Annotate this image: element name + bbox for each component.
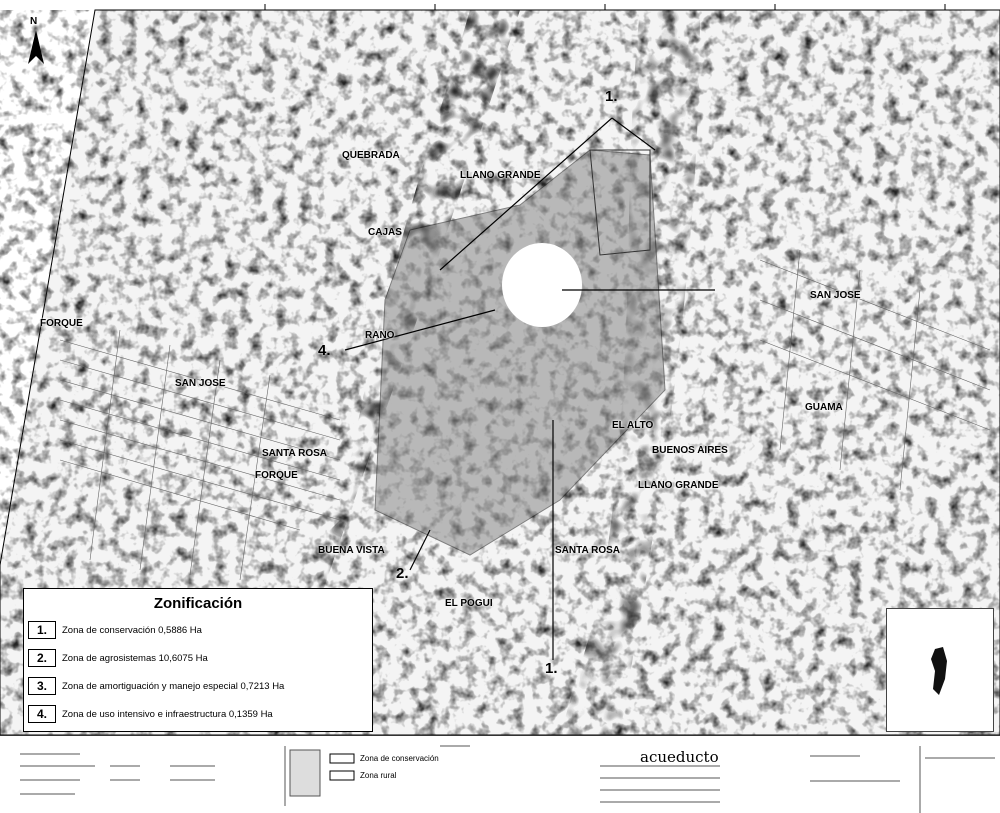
place-label: SAN JOSE <box>810 290 861 301</box>
rural-parcel-grid <box>59 249 991 581</box>
place-label: FORQUE <box>255 470 298 481</box>
legend-item: 1. Zona de conservación 0,5886 Ha <box>24 616 372 644</box>
place-label: BUENOS AIRES <box>652 445 728 456</box>
legend-item-number: 1. <box>28 621 56 639</box>
place-label: SANTA ROSA <box>262 448 327 459</box>
north-arrow-icon <box>28 30 44 64</box>
footer-legend-text: Zona rural <box>360 771 397 780</box>
place-label: SANTA ROSA <box>555 545 620 556</box>
legend-title: Zonificación <box>153 595 243 612</box>
legend-item-number: 3. <box>28 677 56 695</box>
place-label: LLANO GRANDE <box>638 480 719 491</box>
place-label: BUENA VISTA <box>318 545 385 556</box>
legend: Zonificación 1. Zona de conservación 0,5… <box>23 588 373 732</box>
place-label: CAJAS <box>368 227 402 238</box>
zone-callout-1: 1. <box>605 88 618 105</box>
legend-item: 2. Zona de agrosistemas 10,6075 Ha <box>24 644 372 672</box>
zone-conservation <box>589 149 651 256</box>
frame-ticks <box>264 4 946 10</box>
title-block-lines <box>20 745 995 813</box>
legend-item-label: Zona de amortiguación y manejo especial … <box>62 680 285 692</box>
place-label: EL ALTO <box>612 420 654 431</box>
zone-callout-2: 2. <box>396 565 409 582</box>
place-label: FORQUE <box>40 318 83 329</box>
reservoir <box>502 243 582 327</box>
title-block: Zona de conservación Zona rural <box>0 735 1000 813</box>
project-area <box>374 149 666 556</box>
zone-callout-1b: 1. <box>545 660 558 677</box>
legend-item: 3. Zona de amortiguación y manejo especi… <box>24 672 372 700</box>
place-label: RANO <box>365 330 395 341</box>
legend-item-label: Zona de agrosistemas 10,6075 Ha <box>62 652 208 664</box>
place-label: GUAMA <box>805 402 843 413</box>
leader-lines <box>344 117 715 660</box>
inset-map <box>886 608 994 732</box>
inset-locator-icon <box>931 647 947 695</box>
organization-logo-text: acueducto <box>640 748 719 766</box>
place-label: EL POGUI <box>445 598 493 609</box>
legend-item-number: 2. <box>28 649 56 667</box>
legend-item-label: Zona de uso intensivo e infraestructura … <box>62 708 273 720</box>
legend-item: 4. Zona de uso intensivo e infraestructu… <box>24 700 372 728</box>
place-label: LLANO GRANDE <box>460 170 541 181</box>
footer-legend-text: Zona de conservación <box>360 754 439 763</box>
north-label: N <box>30 16 38 27</box>
legend-item-number: 4. <box>28 705 56 723</box>
place-label: SAN JOSE <box>175 378 226 389</box>
legend-item-label: Zona de conservación 0,5886 Ha <box>62 624 202 636</box>
zone-callout-4: 4. <box>318 342 331 359</box>
place-label: QUEBRADA <box>342 150 400 161</box>
